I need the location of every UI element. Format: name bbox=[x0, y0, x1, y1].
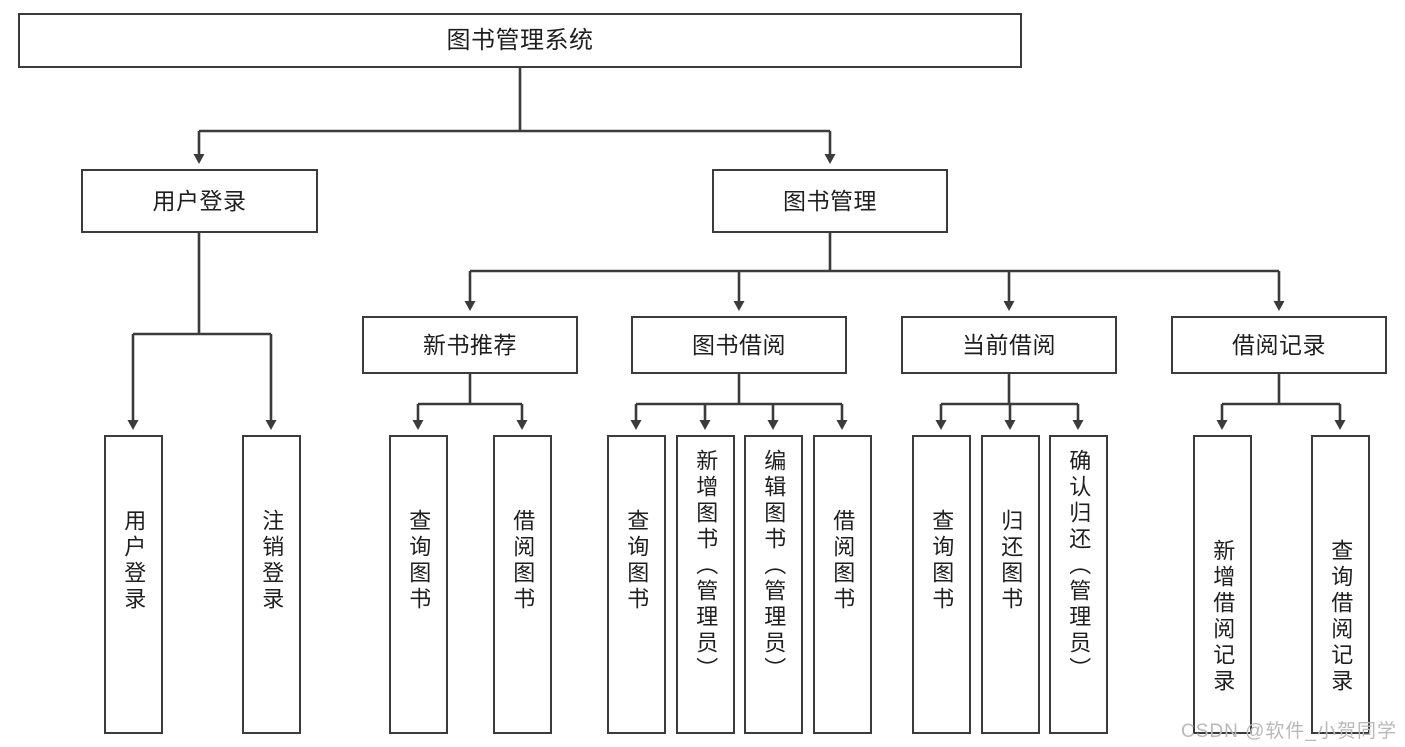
node-current-borrow[interactable]: 当前借阅 bbox=[901, 316, 1117, 374]
node-label: 新增借阅记录 bbox=[1210, 539, 1236, 695]
node-label: 借阅图书 bbox=[510, 509, 536, 613]
node-label: 用户登录 bbox=[152, 187, 247, 214]
leaf-user-login-logout[interactable]: 注销登录 bbox=[242, 435, 301, 734]
node-book-borrow[interactable]: 图书借阅 bbox=[631, 316, 847, 374]
node-label: 新书推荐 bbox=[423, 331, 517, 358]
node-label: 编辑图书（管理员） bbox=[761, 449, 787, 683]
node-label: 借阅图书 bbox=[830, 509, 856, 613]
node-label: 归还图书 bbox=[998, 509, 1024, 613]
leaf-user-login-login[interactable]: 用户登录 bbox=[104, 435, 163, 734]
leaf-new-book-query-book[interactable]: 查询图书 bbox=[389, 435, 448, 734]
leaf-borrow-borrow-book[interactable]: 借阅图书 bbox=[813, 435, 872, 734]
node-label: 查询图书 bbox=[624, 509, 650, 613]
leaf-records-add-record[interactable]: 新增借阅记录 bbox=[1193, 435, 1252, 734]
leaf-current-return-book[interactable]: 归还图书 bbox=[981, 435, 1040, 734]
node-book-management[interactable]: 图书管理 bbox=[712, 169, 948, 233]
node-label: 确认归还（管理员） bbox=[1066, 449, 1092, 683]
node-new-book-recommend[interactable]: 新书推荐 bbox=[362, 316, 578, 374]
node-label: 查询图书 bbox=[406, 509, 432, 613]
node-label: 图书管理 bbox=[783, 187, 877, 214]
leaf-new-book-borrow-book[interactable]: 借阅图书 bbox=[493, 435, 552, 734]
node-label: 注销登录 bbox=[259, 509, 285, 613]
leaf-current-confirm-return-admin[interactable]: 确认归还（管理员） bbox=[1049, 435, 1108, 734]
node-label: 图书管理系统 bbox=[446, 26, 594, 54]
node-label: 新增图书（管理员） bbox=[693, 449, 719, 683]
node-label: 当前借阅 bbox=[962, 331, 1056, 358]
leaf-current-query-book[interactable]: 查询图书 bbox=[912, 435, 971, 734]
leaf-borrow-add-book-admin[interactable]: 新增图书（管理员） bbox=[676, 435, 735, 734]
node-label: 图书借阅 bbox=[692, 331, 786, 358]
csdn-watermark: CSDN @软件_小贺同学 bbox=[1181, 721, 1397, 742]
node-label: 借阅记录 bbox=[1232, 331, 1326, 358]
node-label: 查询借阅记录 bbox=[1328, 539, 1354, 695]
node-label: 查询图书 bbox=[929, 509, 955, 613]
node-borrow-records[interactable]: 借阅记录 bbox=[1171, 316, 1387, 374]
node-root-library-system[interactable]: 图书管理系统 bbox=[18, 13, 1022, 68]
node-label: 用户登录 bbox=[121, 509, 147, 613]
leaf-records-query-record[interactable]: 查询借阅记录 bbox=[1311, 435, 1370, 734]
node-user-login[interactable]: 用户登录 bbox=[81, 169, 318, 233]
leaf-borrow-edit-book-admin[interactable]: 编辑图书（管理员） bbox=[744, 435, 803, 734]
leaf-borrow-query-book[interactable]: 查询图书 bbox=[607, 435, 666, 734]
